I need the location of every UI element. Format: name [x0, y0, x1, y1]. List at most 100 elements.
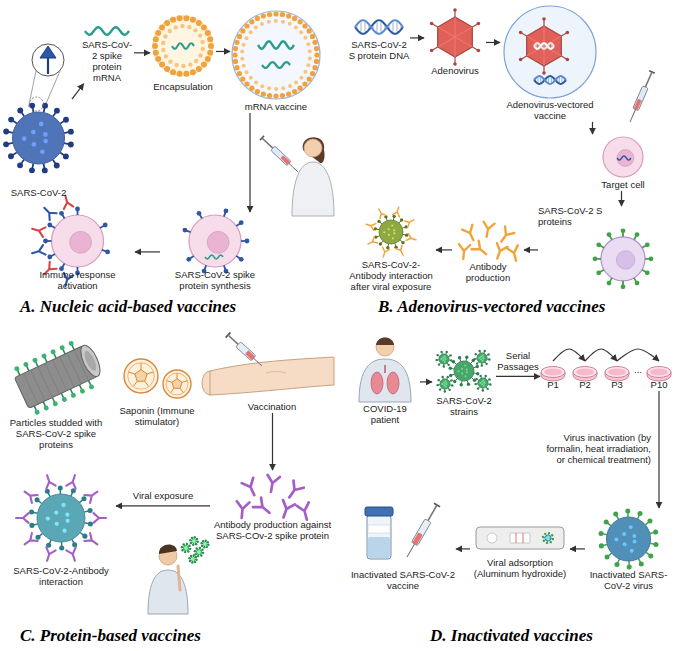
step-illustration-part — [474, 383, 476, 385]
coughing-person-part — [178, 566, 180, 590]
flow-arrow — [116, 505, 210, 506]
step-illustration-part — [534, 43, 554, 49]
illustration-slot — [572, 362, 598, 380]
step-illustration — [476, 527, 564, 549]
step-illustration-part — [482, 354, 484, 356]
step-illustration-part — [210, 357, 334, 395]
step-illustration-part — [481, 383, 483, 385]
step-label: Inactivated SARS-CoV-2 virus — [585, 570, 672, 592]
coughing-person-part — [194, 540, 196, 542]
step-illustration-part — [365, 221, 376, 230]
step-illustration-part — [41, 353, 47, 359]
step-illustration-part — [37, 494, 85, 542]
step-illustration-part — [547, 539, 549, 541]
step-illustration-part — [605, 554, 610, 559]
step-illustration-part — [61, 503, 65, 507]
step-illustration-part — [280, 12, 285, 17]
step-illustration-part — [366, 237, 377, 247]
panel-caption: B. Adenovirus-vectored vaccines — [378, 297, 605, 317]
step-illustration-part — [447, 376, 449, 378]
step-illustration-part — [397, 21, 398, 34]
step-illustration-part — [464, 375, 466, 377]
step-illustration-part — [297, 502, 313, 521]
step-illustration-part — [153, 50, 159, 56]
step-illustration-part — [519, 31, 523, 35]
step-illustration-part — [355, 20, 403, 34]
step-illustration-part — [510, 533, 530, 543]
step-illustration-part — [249, 76, 253, 80]
illustrated-step: Target cell — [585, 134, 661, 191]
step-illustration-part — [436, 354, 438, 356]
step-illustration-part — [542, 17, 546, 21]
illustrated-step: P2 — [572, 362, 598, 391]
step-illustration-part — [59, 344, 65, 350]
step-illustration — [647, 367, 671, 382]
step-illustration-part — [438, 363, 440, 365]
step-illustration-part — [573, 367, 597, 378]
illustrated-step: Inactivated SARS-CoV-2 vaccine — [350, 500, 456, 592]
step-illustration-part — [245, 70, 249, 74]
vaccinated-woman-part — [262, 138, 273, 148]
step-illustration-part — [67, 353, 81, 384]
step-illustration-part — [32, 44, 64, 76]
step-illustration-part — [381, 21, 382, 34]
step-illustration-part — [393, 206, 402, 217]
step-illustration-part — [387, 372, 399, 394]
step-illustration-part — [379, 220, 403, 244]
illustrated-step: Antibody production against SARS-COv-2 s… — [210, 470, 335, 542]
step-illustration-part — [645, 242, 650, 247]
step-illustration-part — [481, 381, 483, 383]
step-illustration-part — [180, 388, 183, 393]
step-illustration-part — [483, 379, 485, 381]
step-illustration — [365, 206, 417, 258]
step-illustration-part — [45, 363, 59, 394]
step-illustration-part — [66, 474, 79, 489]
coughing-person-part — [204, 543, 206, 545]
step-illustration-part — [273, 11, 278, 16]
step-illustration-part — [314, 46, 319, 51]
step-label: Adenovirus-vectored vaccine — [500, 100, 600, 122]
step-illustration-part — [8, 117, 14, 123]
illustration-slot — [646, 362, 672, 380]
step-illustration-part — [42, 474, 55, 489]
step-illustration-part — [63, 153, 69, 159]
step-illustration-part — [444, 390, 446, 392]
step-illustration-part — [482, 360, 484, 362]
step-label: SARS-CoV-2-Antibody interaction after vi… — [346, 260, 436, 293]
step-illustration-part — [380, 247, 389, 258]
step-illustration-part — [366, 237, 377, 247]
step-illustration-part — [543, 20, 544, 26]
step-illustration-part — [521, 56, 526, 59]
step-illustration-part — [607, 517, 651, 561]
step-illustration-part — [461, 372, 463, 374]
injection-syringe-part — [627, 71, 654, 123]
step-label: Immune response activation — [20, 270, 135, 292]
step-illustration-part — [42, 547, 55, 562]
step-illustration-part — [237, 71, 242, 76]
step-illustration-part — [31, 370, 45, 401]
coughing-person-part — [193, 558, 195, 560]
step-illustration-part — [443, 384, 445, 386]
step-illustration-part — [163, 370, 191, 398]
step-illustration-part — [284, 480, 304, 500]
step-illustration-part — [541, 367, 565, 378]
step-illustration-part — [476, 372, 479, 375]
step-illustration-part — [485, 375, 487, 377]
step-illustration-part — [596, 242, 601, 247]
step-illustration-part — [633, 540, 637, 544]
step-illustration-part — [177, 373, 178, 379]
coughing-person-part — [194, 536, 196, 538]
step-label: SARS-CoV-2 S proteins — [538, 206, 610, 228]
coughing-person-part — [194, 540, 196, 542]
step-illustration — [603, 137, 643, 177]
step-illustration-part — [152, 43, 158, 49]
step-illustration-part — [596, 270, 601, 275]
illustrated-step: Adenovirus-vectored vaccine — [500, 4, 600, 122]
illustrated-step: Viral adsorption (Aluminum hydroxide) — [470, 518, 570, 580]
illustration-slot — [20, 212, 135, 270]
step-illustration-part — [281, 20, 285, 24]
step-illustration-part — [46, 516, 50, 520]
step-illustration-part — [604, 520, 609, 525]
illustrated-step: SARS-CoV-2 strains — [432, 346, 496, 418]
step-illustration-part — [201, 62, 207, 68]
